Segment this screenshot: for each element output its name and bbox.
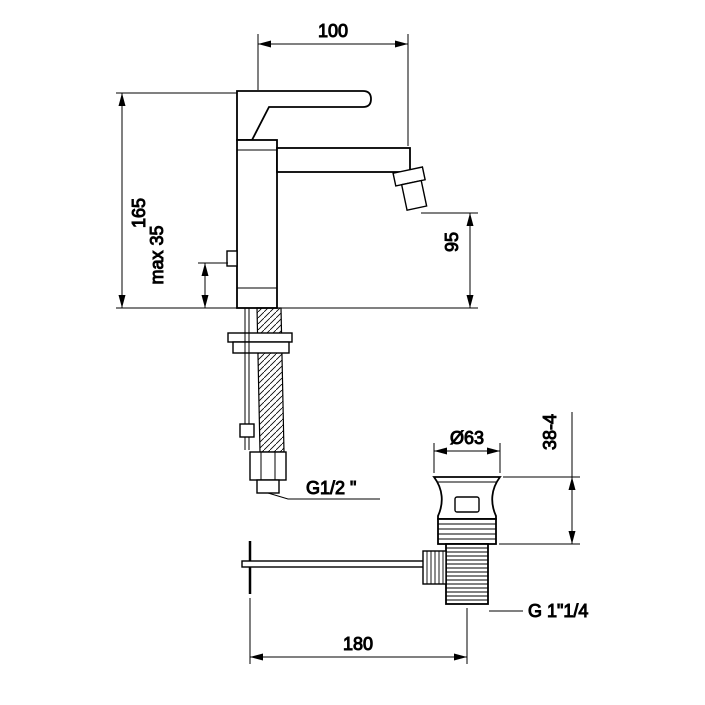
- body-side-knob: [226, 250, 238, 267]
- dim-label-inlet-thread: G1/2 ": [306, 478, 356, 498]
- label-waste-thread: G 1"1/4: [489, 601, 589, 622]
- supply-assembly: [227, 307, 293, 494]
- dim-label-flange-diameter: Ø63: [450, 428, 484, 448]
- thread-lines: [446, 547, 488, 601]
- aerator-nozzle: [392, 166, 428, 211]
- dim-axis-distance: 180: [249, 598, 468, 664]
- flex-hose: [256, 307, 285, 453]
- pop-up-waste: [422, 476, 502, 605]
- hose-hex-nut: [249, 451, 287, 481]
- knurled-adjuster: [422, 550, 447, 585]
- faucet-body: [236, 139, 278, 309]
- dim-overall-height: 165: [116, 92, 478, 309]
- seal-stack-lines: [438, 523, 496, 540]
- dim-max-deck: max 35: [147, 225, 228, 308]
- dim-label-waste-thread: G 1"1/4: [528, 601, 588, 621]
- plug-cap: [454, 496, 480, 513]
- dim-label-overall-height: 165: [129, 198, 149, 228]
- hose-end-tube: [256, 479, 280, 494]
- dim-outlet-height: 95: [421, 212, 478, 308]
- label-inlet-thread: G1/2 ": [267, 478, 380, 500]
- handle-lever: [236, 90, 372, 141]
- faucet-mixer: [226, 90, 428, 309]
- spout: [276, 147, 411, 173]
- dim-label-outlet-height: 95: [442, 232, 462, 252]
- knurl-lines: [426, 551, 444, 584]
- dim-flange-range: 38-4: [499, 412, 580, 545]
- horizontal-rod: [241, 560, 426, 568]
- threaded-tube: [445, 543, 489, 605]
- dim-label-spout-reach: 100: [318, 21, 348, 41]
- dim-label-flange-range: 38-4: [540, 414, 560, 450]
- mounting-washer: [227, 332, 293, 343]
- dim-label-axis-distance: 180: [343, 634, 373, 654]
- mounting-nut: [232, 341, 290, 354]
- pop-up-linkage: [241, 541, 426, 594]
- dim-label-max-deck: max 35: [147, 225, 167, 284]
- dim-spout-reach: 100: [257, 21, 409, 146]
- stud-nut: [239, 423, 255, 438]
- dim-flange-diameter: Ø63: [433, 428, 501, 473]
- seal-stack: [437, 518, 497, 545]
